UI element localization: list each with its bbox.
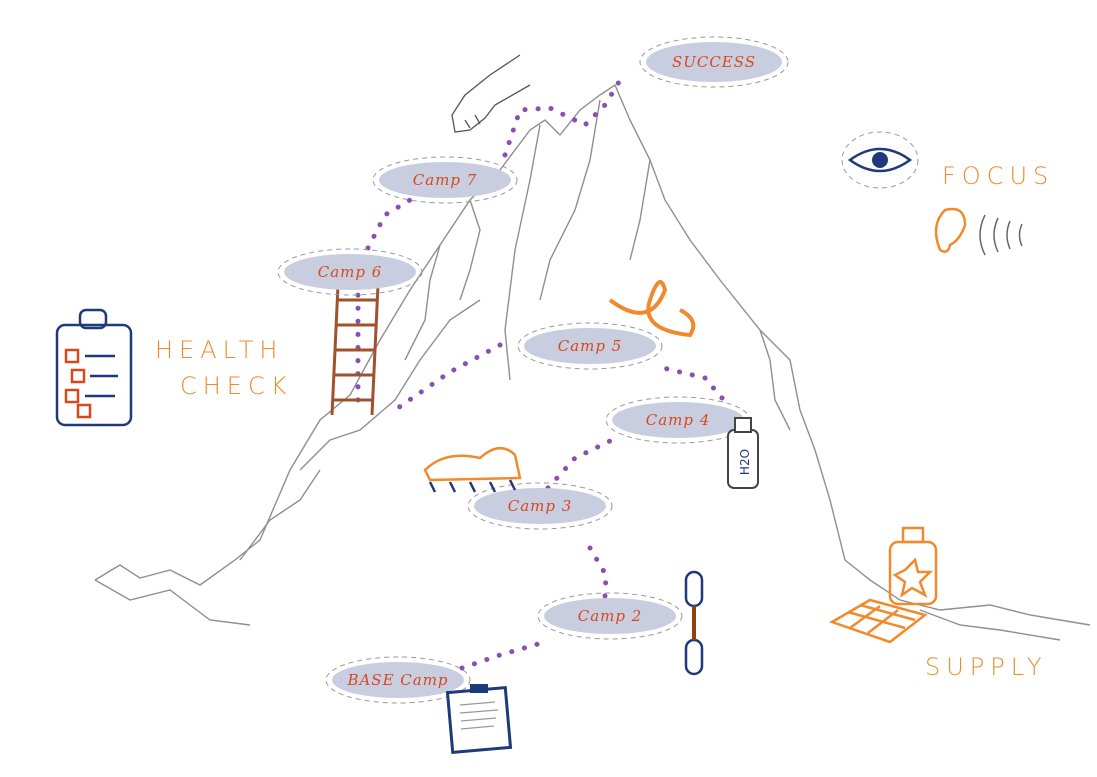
clipboard-icon: [445, 684, 513, 755]
camp-label: Camp 2: [578, 607, 643, 625]
camp-label: Camp 6: [318, 263, 383, 281]
water-bottle-icon: H2O: [727, 417, 759, 489]
camp-2: Camp 2: [537, 592, 683, 640]
camp-label: Camp 3: [508, 497, 573, 515]
carabiner-icon: [684, 570, 704, 676]
crampons-icon: [423, 447, 522, 493]
camp-7: Camp 7: [372, 156, 518, 204]
camp-label: Camp 4: [646, 411, 711, 429]
ear-icon: [934, 207, 967, 253]
eye-icon: [841, 131, 919, 189]
health-label-line1: HEALTH: [155, 336, 283, 364]
bottle-label: H2O: [738, 449, 752, 475]
mountain: [94, 83, 1091, 641]
camp-3: Camp 3: [467, 482, 613, 530]
route-dots: [355, 69, 725, 671]
sound-waves-icon: [979, 214, 1023, 256]
health-clipboard-icon: [55, 308, 133, 427]
summit-label: SUCCESS: [639, 36, 789, 88]
focus-label: FOCUS: [942, 162, 1054, 190]
camp-label: Camp 5: [558, 337, 623, 355]
camp-label: Camp 7: [413, 171, 478, 189]
camp-4: Camp 4: [605, 396, 751, 444]
camp-label: BASE Camp: [346, 671, 448, 689]
supply-label: SUPPLY: [925, 653, 1048, 681]
hand-icon: [451, 54, 531, 133]
camp-base: BASE Camp: [325, 656, 471, 704]
rope-icon: [608, 280, 696, 338]
health-label-line2: CHECK: [180, 372, 292, 400]
camp-5: Camp 5: [517, 322, 663, 370]
supply-jar-icon: [888, 526, 938, 606]
camp-6: Camp 6: [277, 248, 423, 296]
route-path: [355, 69, 725, 671]
chocolate-bar-icon: [829, 598, 928, 644]
ladder-icon: [330, 284, 380, 416]
success-label: SUCCESS: [672, 53, 756, 71]
